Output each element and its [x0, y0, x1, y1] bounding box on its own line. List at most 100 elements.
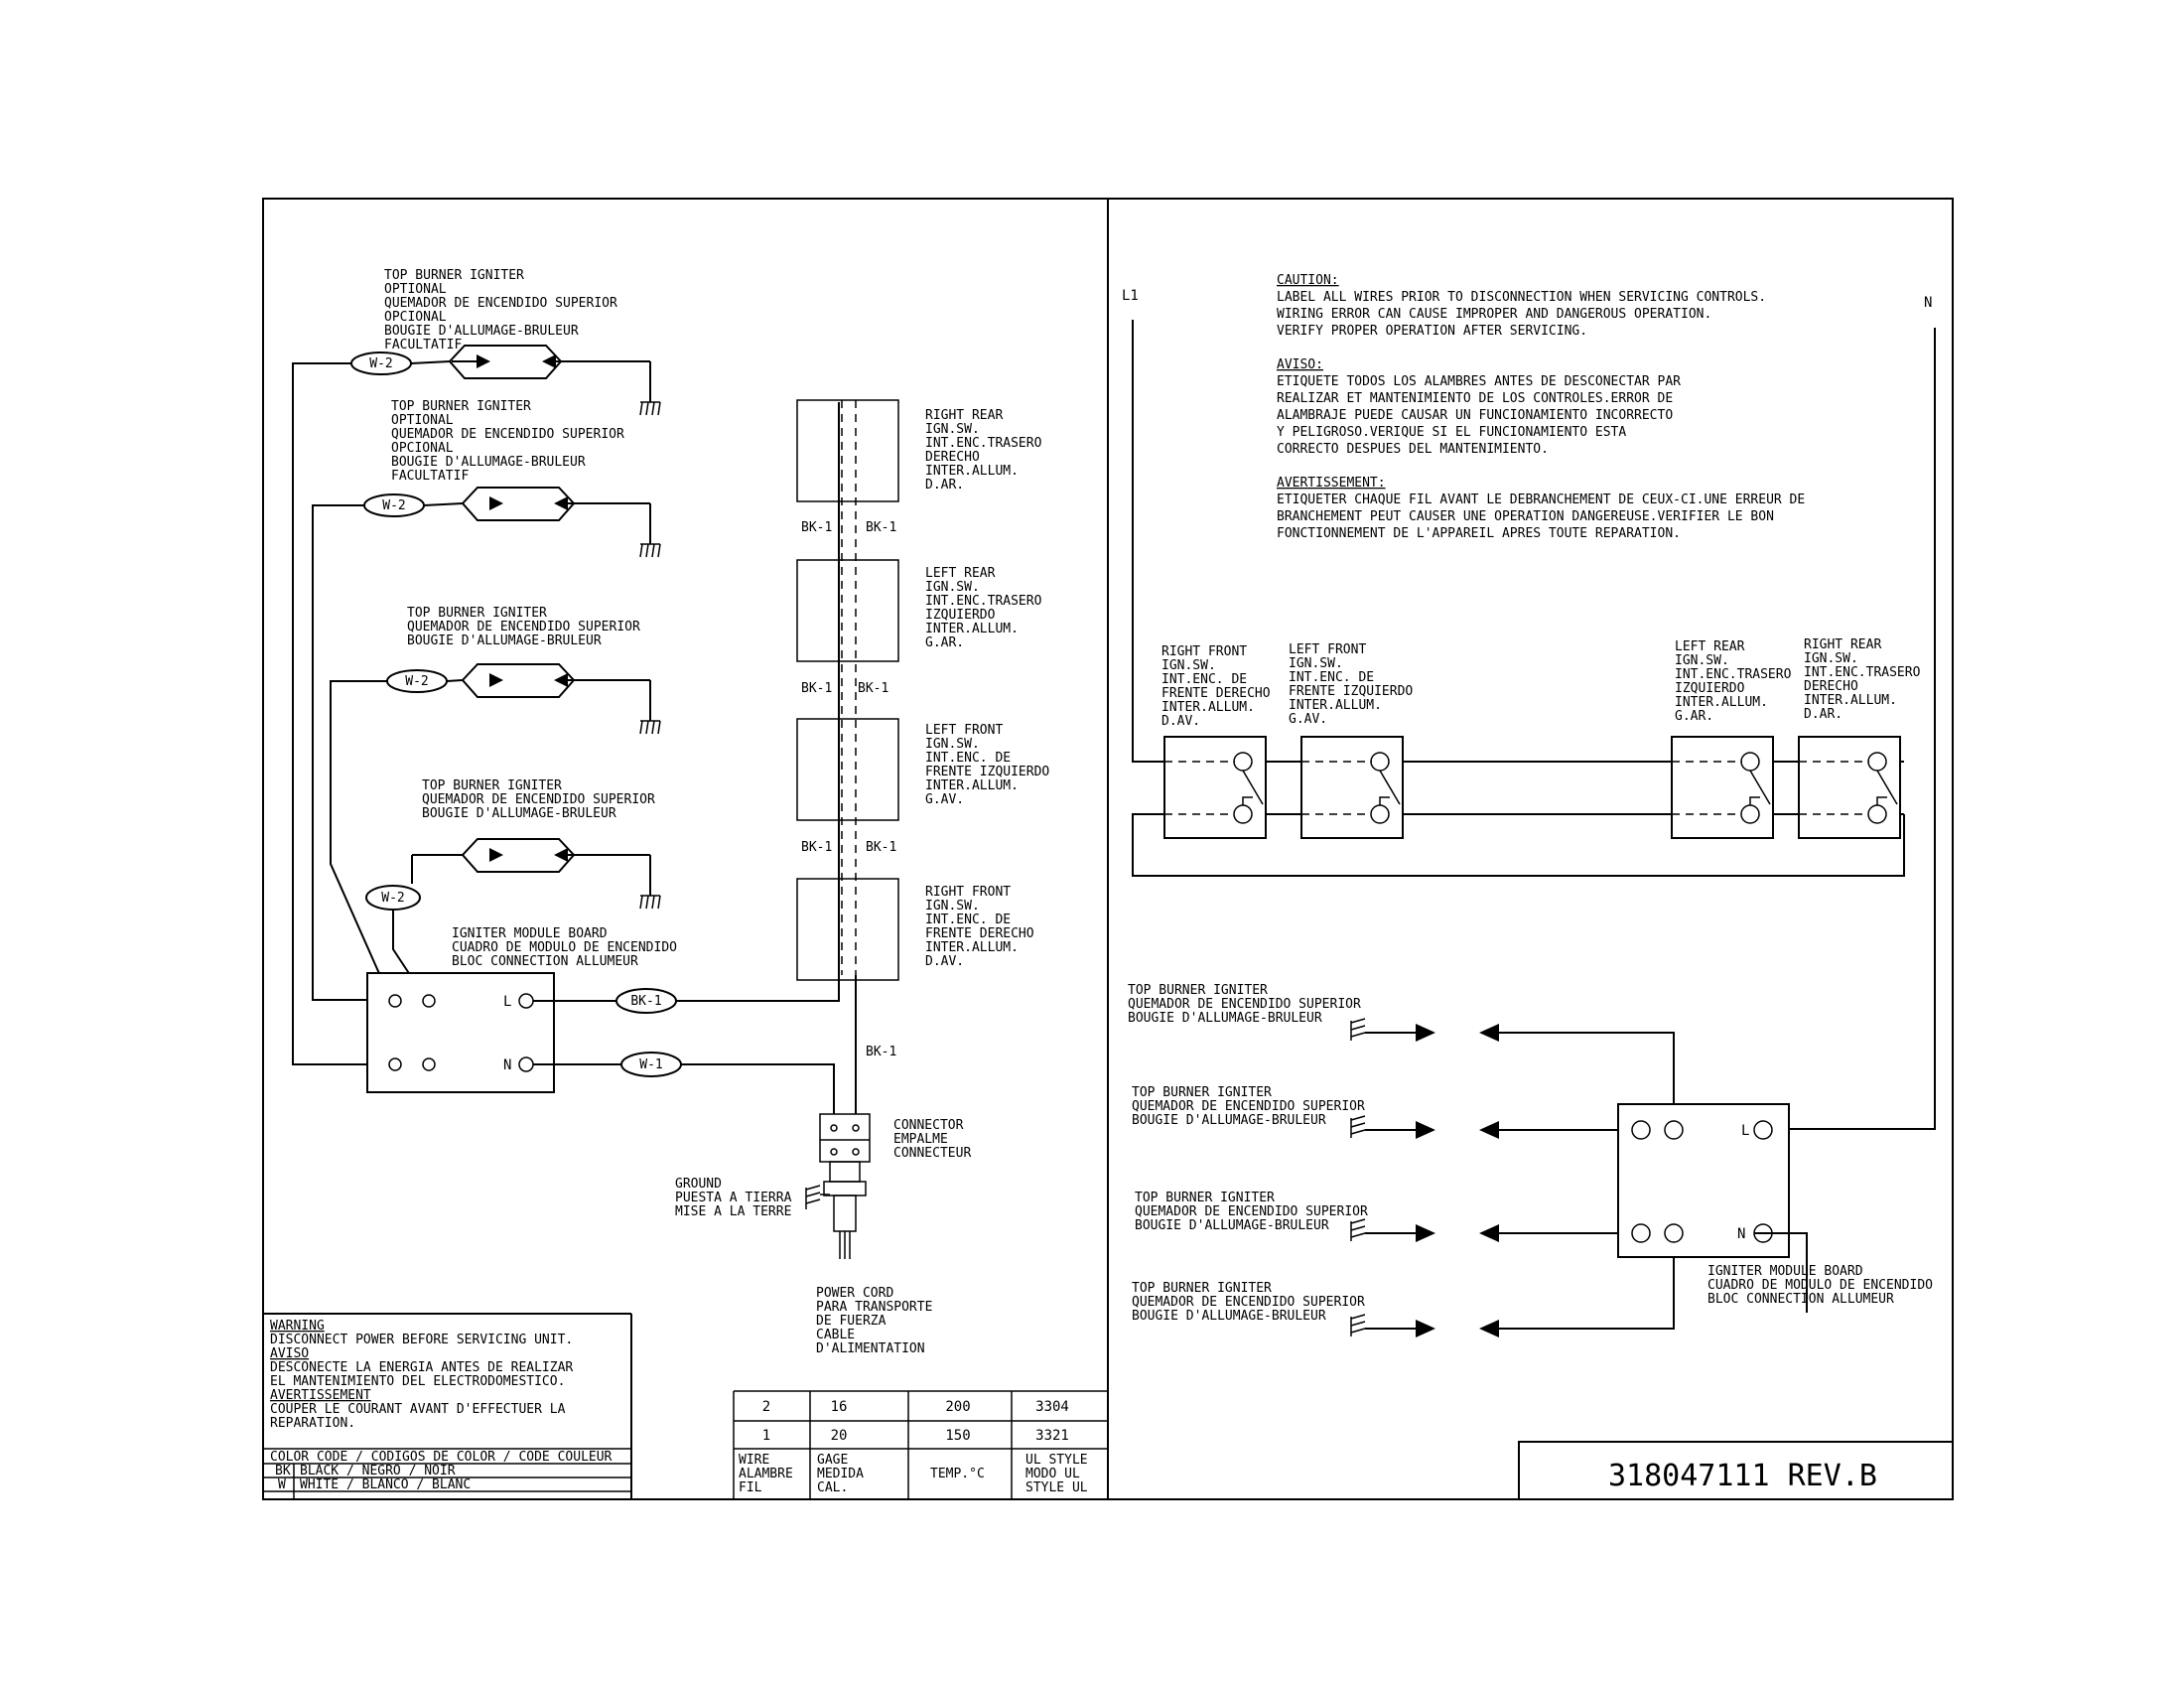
- svg-text:20: 20: [831, 1428, 848, 1444]
- svg-text:TOP BURNER IGNITER: TOP BURNER IGNITER: [1128, 983, 1268, 998]
- svg-text:16: 16: [831, 1399, 848, 1415]
- svg-text:BK: BK: [275, 1464, 291, 1478]
- svg-text:BK-1: BK-1: [866, 840, 896, 855]
- svg-text:1: 1: [762, 1428, 770, 1444]
- svg-text:LEFT FRONT: LEFT FRONT: [925, 723, 1003, 738]
- svg-text:G.AV.: G.AV.: [1289, 712, 1327, 727]
- svg-text:IGNITER MODULE BOARD: IGNITER MODULE BOARD: [452, 926, 608, 941]
- schem-igniter-4-label: TOP BURNER IGNITER QUEMADOR DE ENCENDIDO…: [1132, 1281, 1365, 1324]
- igniter-2-label: TOP BURNER IGNITER OPTIONAL QUEMADOR DE …: [391, 399, 624, 484]
- svg-text:POWER CORD: POWER CORD: [816, 1286, 893, 1301]
- svg-text:FRENTE IZQUIERDO: FRENTE IZQUIERDO: [925, 765, 1049, 779]
- schem-switch-left-front: [1300, 736, 1404, 839]
- svg-text:CAL.: CAL.: [817, 1480, 848, 1495]
- svg-text:DISCONNECT POWER BEFORE SERVIC: DISCONNECT POWER BEFORE SERVICING UNIT.: [270, 1333, 573, 1347]
- svg-text:BOUGIE D'ALLUMAGE-BRULEUR: BOUGIE D'ALLUMAGE-BRULEUR: [391, 455, 586, 470]
- svg-text:CAUTION:: CAUTION:: [1277, 273, 1339, 288]
- svg-text:INTER.ALLUM.: INTER.ALLUM.: [1804, 693, 1897, 708]
- schem-igniter-2-label: TOP BURNER IGNITER QUEMADOR DE ENCENDIDO…: [1132, 1085, 1365, 1128]
- svg-text:TEMP.°C: TEMP.°C: [930, 1467, 985, 1481]
- svg-text:BLACK / NEGRO / NOIR: BLACK / NEGRO / NOIR: [300, 1464, 456, 1478]
- switch-left-front: LEFT FRONT IGN.SW. INT.ENC. DE FRENTE IZ…: [796, 718, 1049, 821]
- svg-text:CONNECTEUR: CONNECTEUR: [893, 1146, 971, 1161]
- svg-text:DESCONECTE LA ENERGIA ANTES DE: DESCONECTE LA ENERGIA ANTES DE REALIZAR: [270, 1360, 573, 1375]
- svg-text:W-2: W-2: [405, 674, 428, 689]
- svg-text:AVISO:: AVISO:: [1277, 357, 1323, 372]
- wire-tag-bk1-module: BK-1: [615, 988, 677, 1014]
- svg-text:VERIFY PROPER OPERATION AFTER: VERIFY PROPER OPERATION AFTER SERVICING.: [1277, 324, 1587, 339]
- svg-text:IGN.SW.: IGN.SW.: [925, 422, 980, 437]
- svg-text:IZQUIERDO: IZQUIERDO: [925, 608, 996, 623]
- svg-text:INT.ENC.TRASERO: INT.ENC.TRASERO: [1804, 665, 1921, 680]
- svg-text:RIGHT FRONT: RIGHT FRONT: [925, 885, 1011, 900]
- svg-text:CORRECTO DESPUES DEL MANTENIMI: CORRECTO DESPUES DEL MANTENIMIENTO.: [1277, 442, 1549, 457]
- svg-text:CABLE: CABLE: [816, 1328, 855, 1342]
- svg-text:W-2: W-2: [382, 498, 405, 513]
- svg-text:WHITE / BLANCO / BLANC: WHITE / BLANCO / BLANC: [300, 1477, 471, 1492]
- wire-tag-w2-3: W-2: [386, 669, 448, 693]
- igniter-1: [448, 345, 661, 416]
- svg-text:INT.ENC.TRASERO: INT.ENC.TRASERO: [925, 594, 1042, 609]
- igniter-module-board: L N: [366, 972, 555, 1093]
- svg-text:W: W: [278, 1477, 286, 1492]
- svg-text:TOP BURNER IGNITER: TOP BURNER IGNITER: [422, 778, 562, 793]
- svg-text:LEFT REAR: LEFT REAR: [1675, 639, 1745, 654]
- svg-text:OPTIONAL: OPTIONAL: [384, 282, 447, 297]
- svg-text:QUEMADOR DE ENCENDIDO SUPERIOR: QUEMADOR DE ENCENDIDO SUPERIOR: [422, 792, 655, 807]
- svg-text:FRENTE DERECHO: FRENTE DERECHO: [925, 926, 1034, 941]
- svg-text:INT.ENC.TRASERO: INT.ENC.TRASERO: [1675, 667, 1792, 682]
- svg-text:IZQUIERDO: IZQUIERDO: [1675, 681, 1745, 696]
- svg-text:BOUGIE D'ALLUMAGE-BRULEUR: BOUGIE D'ALLUMAGE-BRULEUR: [1135, 1218, 1329, 1233]
- schem-switch-right-front: [1163, 736, 1267, 839]
- svg-text:IGN.SW.: IGN.SW.: [1675, 653, 1729, 668]
- svg-text:G.AR.: G.AR.: [925, 635, 964, 650]
- svg-text:BOUGIE D'ALLUMAGE-BRULEUR: BOUGIE D'ALLUMAGE-BRULEUR: [422, 806, 616, 821]
- svg-text:RIGHT FRONT: RIGHT FRONT: [1161, 644, 1247, 659]
- svg-text:FACULTATIF: FACULTATIF: [391, 469, 469, 484]
- svg-text:COLOR CODE / CODIGOS DE COLOR: COLOR CODE / CODIGOS DE COLOR / CODE COU…: [270, 1450, 613, 1465]
- svg-text:OPCIONAL: OPCIONAL: [384, 310, 447, 325]
- svg-text:INTER.ALLUM.: INTER.ALLUM.: [925, 622, 1019, 636]
- svg-text:BK-1: BK-1: [630, 994, 661, 1009]
- svg-text:QUEMADOR DE ENCENDIDO SUPERIOR: QUEMADOR DE ENCENDIDO SUPERIOR: [1135, 1204, 1368, 1219]
- svg-text:200: 200: [945, 1399, 970, 1415]
- schem-igniter-3: [1350, 1218, 1631, 1242]
- svg-text:D.AR.: D.AR.: [925, 478, 964, 492]
- svg-text:GAGE: GAGE: [817, 1453, 848, 1468]
- svg-text:REPARATION.: REPARATION.: [270, 1416, 355, 1431]
- schem-igniter-4: [1350, 1253, 1675, 1337]
- schem-igniter-3-label: TOP BURNER IGNITER QUEMADOR DE ENCENDIDO…: [1135, 1191, 1368, 1233]
- svg-text:BOUGIE D'ALLUMAGE-BRULEUR: BOUGIE D'ALLUMAGE-BRULEUR: [1132, 1309, 1326, 1324]
- switch-left-rear: LEFT REAR IGN.SW. INT.ENC.TRASERO IZQUIE…: [796, 559, 1042, 662]
- schem-switch-left-rear-label: LEFT REAR IGN.SW. INT.ENC.TRASERO IZQUIE…: [1675, 639, 1792, 724]
- switch-right-front: RIGHT FRONT IGN.SW. INT.ENC. DE FRENTE D…: [796, 878, 1034, 981]
- svg-text:BK-1: BK-1: [858, 681, 888, 696]
- svg-text:BK-1: BK-1: [866, 520, 896, 535]
- svg-text:N: N: [1737, 1226, 1745, 1242]
- svg-text:STYLE UL: STYLE UL: [1025, 1480, 1088, 1495]
- svg-text:ETIQUETE TODOS LOS ALAMBRES AN: ETIQUETE TODOS LOS ALAMBRES ANTES DE DES…: [1277, 374, 1681, 389]
- svg-text:BK-1: BK-1: [866, 1045, 896, 1059]
- svg-text:W-2: W-2: [381, 891, 404, 906]
- schem-igniter-1: [1350, 1018, 1675, 1110]
- svg-text:RIGHT REAR: RIGHT REAR: [1804, 637, 1881, 652]
- svg-text:INTER.ALLUM.: INTER.ALLUM.: [925, 940, 1019, 955]
- igniter-module-board-label: IGNITER MODULE BOARD CUADRO DE MODULO DE…: [452, 926, 677, 969]
- connector: CONNECTOR EMPALME CONNECTEUR: [819, 1113, 971, 1259]
- svg-text:WARNING: WARNING: [270, 1319, 325, 1334]
- svg-text:DERECHO: DERECHO: [1804, 679, 1858, 694]
- svg-text:LEFT REAR: LEFT REAR: [925, 566, 996, 581]
- svg-text:IGN.SW.: IGN.SW.: [925, 899, 980, 914]
- wire-spec-table: 2 16 200 3304 1 20 150 3321 WIRE ALAMBRE…: [733, 1390, 1108, 1499]
- svg-text:INT.ENC. DE: INT.ENC. DE: [925, 913, 1011, 927]
- svg-text:INTER.ALLUM.: INTER.ALLUM.: [925, 464, 1019, 479]
- wire-tag-w2-1: W-2: [350, 352, 412, 375]
- svg-text:QUEMADOR DE ENCENDIDO SUPERIOR: QUEMADOR DE ENCENDIDO SUPERIOR: [1132, 1295, 1365, 1310]
- svg-text:D'ALIMENTATION: D'ALIMENTATION: [816, 1341, 925, 1356]
- svg-text:W-1: W-1: [639, 1057, 662, 1072]
- svg-text:INTER.ALLUM.: INTER.ALLUM.: [1675, 695, 1768, 710]
- document-number: 318047111 REV.B: [1608, 1459, 1877, 1493]
- svg-text:L: L: [1741, 1123, 1749, 1139]
- schem-switch-left-rear: [1671, 736, 1774, 839]
- svg-text:PUESTA A TIERRA: PUESTA A TIERRA: [675, 1191, 792, 1205]
